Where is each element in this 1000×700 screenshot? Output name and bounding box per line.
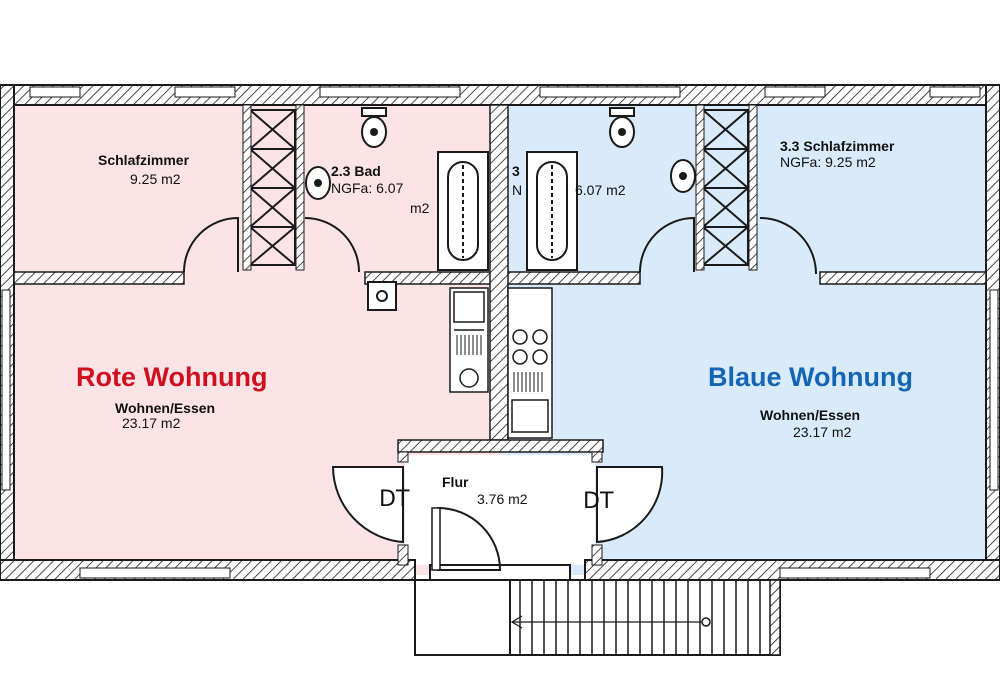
duct-icon xyxy=(367,281,397,311)
blue-door-label: DT xyxy=(583,489,614,514)
bathtub-icon xyxy=(437,151,489,271)
hall-wall-right-low xyxy=(591,544,603,566)
red-bath-name: 2.3 Bad xyxy=(331,163,381,179)
window-top-5 xyxy=(764,86,826,98)
washbasin-icon xyxy=(305,166,331,200)
blue-bedroom-name: 3.3 Schlafzimmer xyxy=(780,138,895,154)
hall-wall-right xyxy=(591,451,603,463)
window-left xyxy=(1,289,11,491)
window-right xyxy=(989,289,999,491)
window-top-1 xyxy=(29,86,81,98)
red-bedroom-name: Schlafzimmer xyxy=(98,152,190,168)
door-swing xyxy=(304,217,360,273)
blue-bath-area: 6.07 m2 xyxy=(575,182,626,198)
chimney-icon xyxy=(249,109,296,266)
door-swing-red-entrance xyxy=(331,466,404,544)
blue-bath-name: 3 xyxy=(512,163,520,179)
door-swing-entrance xyxy=(437,506,502,571)
bathtub-icon xyxy=(526,151,578,271)
blue-apartment-title: Blaue Wohnung xyxy=(708,362,913,392)
red-living-name: Wohnen/Essen xyxy=(115,400,216,416)
door-swing xyxy=(639,216,695,273)
red-bedroom-area: 9.25 m2 xyxy=(130,171,181,187)
red-door-label: DT xyxy=(379,487,410,512)
stove-icon xyxy=(507,287,553,439)
hall-area: 3.76 m2 xyxy=(477,491,528,507)
hall-name: Flur xyxy=(442,474,469,490)
door-swing xyxy=(759,217,817,275)
red-bedroom-wall xyxy=(13,271,185,285)
red-bath-area: NGFa: 6.07 xyxy=(331,180,404,196)
shaft-wall-right xyxy=(695,104,705,271)
washbasin-icon xyxy=(670,159,696,193)
door-swing xyxy=(183,216,239,273)
toilet-icon xyxy=(361,107,387,148)
toilet-icon xyxy=(609,107,635,148)
blue-bedroom-area: NGFa: 9.25 m2 xyxy=(780,154,876,170)
shaft-wall-left-2 xyxy=(295,104,305,271)
outer-wall-top xyxy=(0,84,1000,106)
window-bottom-2 xyxy=(779,567,931,579)
window-top-4 xyxy=(539,86,681,98)
red-bath-unit: m2 xyxy=(410,200,430,216)
blue-living-name: Wohnen/Essen xyxy=(760,407,861,423)
shaft-wall-left xyxy=(242,104,252,271)
blue-bath-bottom-wall xyxy=(504,271,641,285)
red-apartment-title: Rote Wohnung xyxy=(76,362,268,392)
blue-bath-area-prefix: N xyxy=(512,182,523,198)
entrance-door-leaf xyxy=(431,507,441,571)
window-top-6 xyxy=(929,86,981,98)
window-bottom-1 xyxy=(79,567,231,579)
party-wall xyxy=(489,104,509,441)
window-top-3 xyxy=(319,86,461,98)
chimney-icon xyxy=(702,109,749,266)
hall-wall-left-low xyxy=(397,544,409,566)
shaft-wall-right-2 xyxy=(748,104,758,271)
blue-bedroom-wall xyxy=(819,271,987,285)
blue-living-area: 23.17 m2 xyxy=(793,424,852,440)
sink-icon xyxy=(449,287,489,393)
red-living-area: 23.17 m2 xyxy=(122,415,181,431)
window-top-2 xyxy=(174,86,236,98)
hall-wall-top xyxy=(397,439,604,453)
stair-icon xyxy=(414,579,781,656)
door-swing-blue-entrance xyxy=(596,466,664,544)
hall-wall-left xyxy=(397,451,409,463)
